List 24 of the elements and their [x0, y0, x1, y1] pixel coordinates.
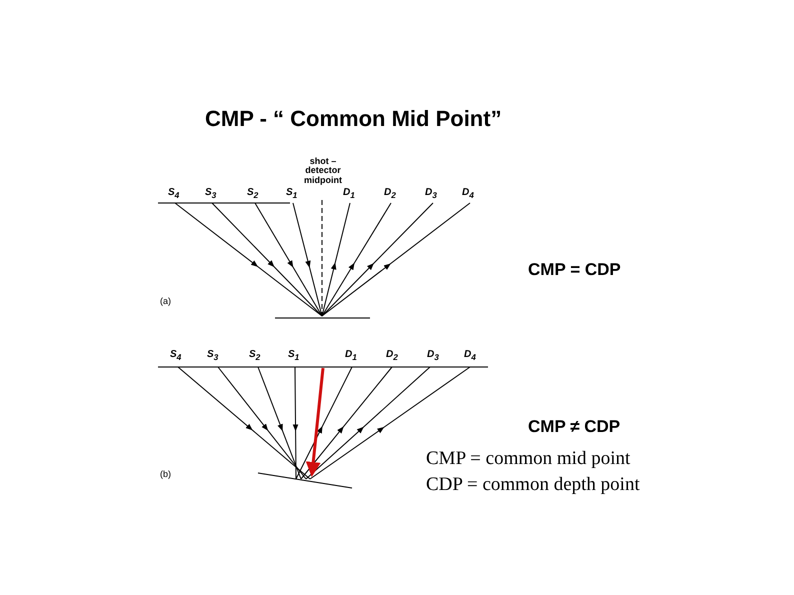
equation-label: CMP = CDP — [528, 261, 621, 278]
receiver-label: S$_{2}$ — [247, 188, 258, 200]
receiver-label: D$_{2}$ — [384, 188, 396, 200]
receiver-label: D$_{4}$ — [462, 188, 474, 200]
receiver-label: D$_{1}$ — [343, 188, 355, 200]
annotation-label: shot – detector midpoint — [303, 157, 343, 186]
receiver-label: S$_{2}$ — [249, 350, 260, 362]
definition-text: CMP = common mid point — [426, 449, 630, 468]
title: CMP - “ Common Mid Point” — [205, 108, 502, 130]
receiver-label: S$_{4}$ — [168, 188, 180, 200]
receiver-label: S$_{1}$ — [288, 350, 300, 362]
receiver-label: S$_{3}$ — [205, 188, 216, 200]
receiver-label: D$_{3}$ — [425, 188, 437, 200]
receiver-label: D$_{3}$ — [427, 350, 439, 362]
receiver-label: S$_{1}$ — [286, 188, 298, 200]
panel-label: (b) — [160, 470, 171, 479]
receiver-label: S$_{4}$ — [170, 350, 182, 362]
receiver-label: D$_{1}$ — [345, 350, 357, 362]
receiver-label: D$_{2}$ — [386, 350, 398, 362]
panel-label: (a) — [160, 297, 171, 306]
equation-label: CMP ≠ CDP — [528, 418, 620, 435]
receiver-label: S$_{3}$ — [207, 350, 218, 362]
receiver-label: D$_{4}$ — [464, 350, 476, 362]
definition-text: CDP = common depth point — [426, 475, 640, 494]
